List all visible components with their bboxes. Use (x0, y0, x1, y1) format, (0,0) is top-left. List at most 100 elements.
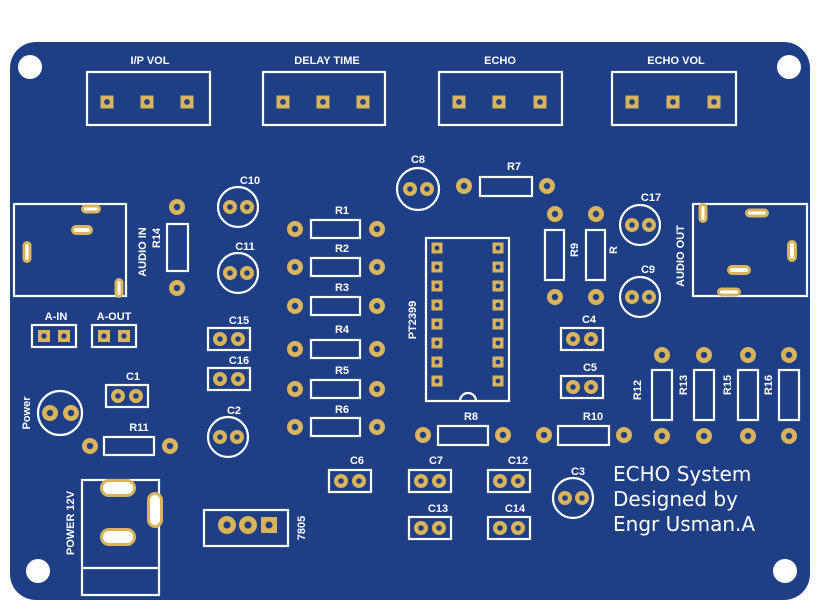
pad-hole (434, 264, 440, 270)
regulator-label: 7805 (296, 516, 308, 540)
label-c11: C11 (235, 241, 255, 253)
pad-hole (373, 302, 381, 310)
pad-hole (291, 385, 299, 393)
pad-hole (291, 423, 299, 431)
label-c3: C3 (571, 466, 585, 478)
pad-hole (338, 478, 344, 484)
pot-ip-vol: I/P VOL (85, 55, 212, 127)
pad-hole (291, 263, 299, 271)
pad-hole (537, 99, 543, 105)
pad-hole (418, 478, 424, 484)
resistors-horizontal (102, 175, 611, 457)
label-r7: R7 (507, 161, 521, 173)
pad-hole (173, 284, 181, 292)
label-c14: C14 (505, 503, 526, 515)
pad-hole (543, 182, 551, 190)
a-out-label: A-OUT (97, 311, 132, 323)
a-out-header (90, 323, 138, 349)
component-labels: C10 C11 C15 C16 C2 C1 R11 R14 R1 R2 R3 R… (126, 154, 775, 515)
a-in-label: A-IN (45, 311, 68, 323)
credits-line-2: Designed by (613, 487, 738, 511)
pad-hole (629, 222, 635, 228)
credits-line-3: Engr Usman.A (613, 512, 755, 536)
audio-out-label: AUDIO OUT (675, 225, 687, 287)
pad-hole (320, 99, 326, 105)
pad-hole (291, 225, 299, 233)
pad-hole (785, 351, 793, 359)
slot-hole (150, 495, 160, 525)
label-r2: R2 (335, 243, 349, 255)
pad-hole (495, 302, 501, 308)
slot-hole (117, 281, 121, 295)
pad-hole (291, 302, 299, 310)
pad-hole (373, 385, 381, 393)
slot-hole (730, 268, 748, 272)
credits-block: ECHO System Designed by Engr Usman.A (613, 462, 755, 536)
pad-hole (620, 431, 628, 439)
resistors-vertical (165, 222, 801, 422)
regulator-7805: 7805 (202, 508, 308, 548)
board-background (10, 42, 810, 600)
pad-hole (744, 432, 752, 440)
pad-hole (67, 409, 75, 417)
label-c13: C13 (428, 503, 448, 515)
label-r3: R3 (335, 282, 349, 294)
pad-hole (101, 333, 107, 339)
pad-hole (133, 393, 139, 399)
pad-hole (434, 302, 440, 308)
pad-hole (496, 99, 502, 105)
pad-hole (658, 351, 666, 359)
pad-hole (785, 432, 793, 440)
audio-in-label: AUDIO IN (137, 227, 149, 277)
label-r11: R11 (129, 422, 149, 434)
label-c10: C10 (240, 175, 260, 187)
pad-hole (373, 423, 381, 431)
pad-hole (434, 283, 440, 289)
slot-hole (748, 211, 766, 215)
label-r12: R12 (632, 380, 644, 400)
pad-hole (588, 336, 594, 342)
pad-hole (244, 204, 250, 210)
pot-delay-time: DELAY TIME (261, 55, 387, 127)
ceramic-capacitors (104, 326, 605, 541)
pad-hole (629, 294, 635, 300)
label-r8: R8 (464, 411, 478, 423)
pad-hole (540, 431, 548, 439)
pad-hole (217, 336, 223, 342)
pad-hole (121, 333, 127, 339)
label-r15: R15 (722, 375, 734, 395)
pad-hole (588, 384, 594, 390)
pad-hole (570, 384, 576, 390)
pad-hole (562, 495, 568, 501)
label-c15: C15 (229, 315, 249, 327)
label-r6: R6 (335, 404, 349, 416)
solder-pads (22, 95, 797, 546)
pad-hole (434, 378, 440, 384)
label-c8: C8 (411, 154, 425, 166)
pot-echo-label: ECHO (484, 55, 516, 67)
pad-hole (551, 210, 559, 218)
pad-hole (227, 270, 233, 276)
pad-hole (436, 478, 442, 484)
pad-hole (499, 431, 507, 439)
slot-hole (790, 243, 794, 259)
pad-hole (495, 378, 501, 384)
pad-hole (711, 99, 717, 105)
label-c4: C4 (582, 314, 597, 326)
slot-hole (720, 290, 738, 294)
pad-hole (515, 478, 521, 484)
pad-hole (184, 99, 190, 105)
pad-hole (223, 521, 231, 529)
pad-hole (646, 222, 652, 228)
label-c17: C17 (641, 192, 661, 204)
pad-hole (418, 525, 424, 531)
label-r10: R10 (583, 411, 603, 423)
pad-hole (173, 203, 181, 211)
pad-hole (670, 99, 676, 105)
slot-hole (103, 482, 133, 494)
pad-hole (360, 99, 366, 105)
label-c1: C1 (126, 371, 140, 383)
label-c7: C7 (429, 455, 443, 467)
pad-hole (646, 294, 652, 300)
power-led-outline (36, 389, 84, 437)
